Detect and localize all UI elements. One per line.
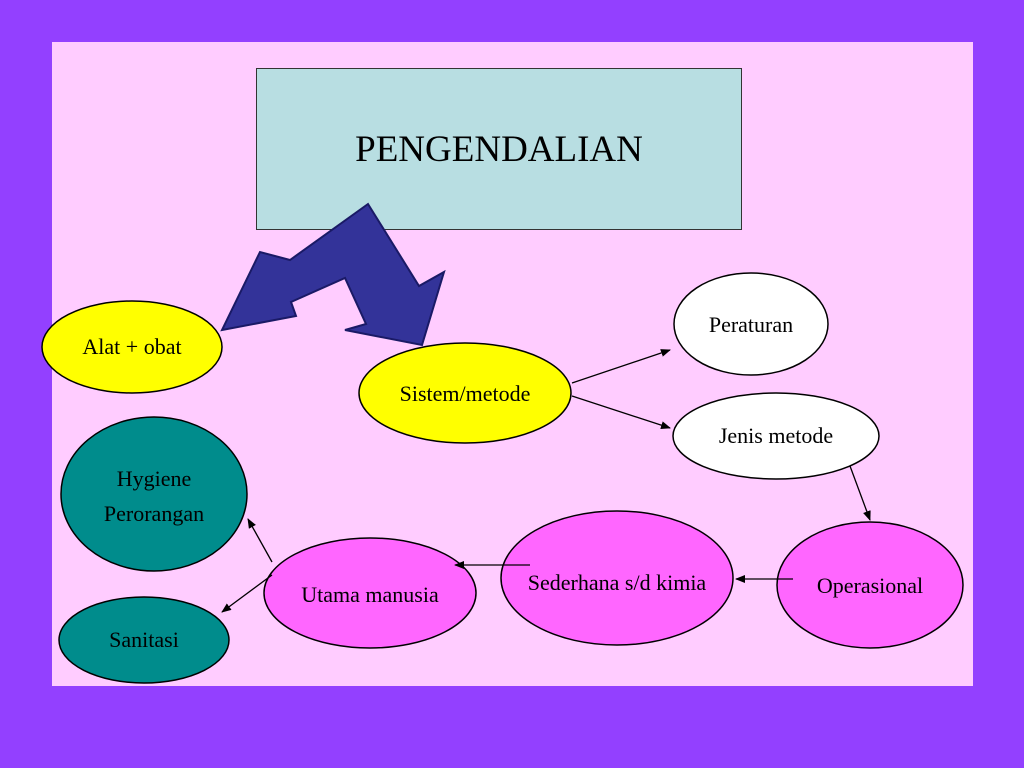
node-sistem-metode — [358, 342, 572, 444]
node-peraturan — [673, 272, 829, 376]
arrow-jenis-to-operasional — [849, 465, 871, 521]
node-operasional — [776, 521, 964, 649]
label-sederhana-kimia: Sederhana s/d kimia — [527, 570, 707, 595]
node-utama-manusia — [263, 537, 477, 649]
node-jenis-metode — [672, 392, 880, 480]
label-peraturan: Peraturan — [708, 312, 794, 337]
title-box: PENGENDALIAN — [256, 68, 742, 230]
label-hygiene-line2: Perorangan — [103, 501, 205, 526]
label-utama-manusia: Utama manusia — [301, 582, 439, 607]
label-alat-obat: Alat + obat — [82, 334, 182, 359]
split-block-arrow — [220, 202, 446, 347]
label-sanitasi: Sanitasi — [109, 627, 179, 652]
node-hygiene — [60, 416, 248, 572]
arrow-utama-to-sanitasi — [221, 574, 273, 613]
label-sistem-metode: Sistem/metode — [399, 381, 531, 406]
label-hygiene-line1: Hygiene — [116, 466, 192, 491]
label-jenis-metode: Jenis metode — [718, 423, 834, 448]
node-alat-obat — [41, 300, 223, 394]
page-title: PENGENDALIAN — [355, 128, 643, 170]
arrow-sistem-to-peraturan — [571, 349, 671, 384]
node-sederhana-kimia — [500, 510, 734, 646]
arrow-sistem-to-jenis — [571, 395, 671, 430]
label-operasional: Operasional — [816, 573, 924, 598]
arrow-utama-to-hygiene — [247, 518, 273, 563]
node-sanitasi — [58, 596, 230, 684]
